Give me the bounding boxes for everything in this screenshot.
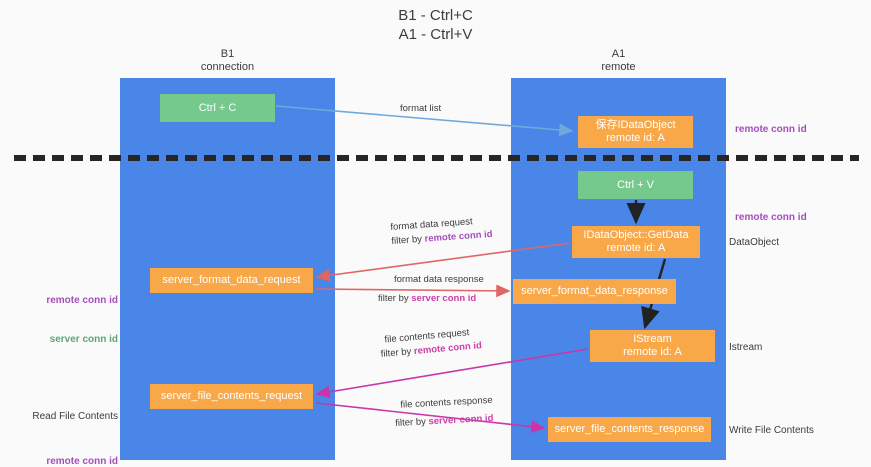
side-note-dataobject: DataObject — [729, 237, 780, 248]
edge-label-format-data-response: format data response filter by server co… — [378, 273, 484, 306]
format-data-request-filter-key: remote conn id — [424, 228, 493, 245]
node-istream[interactable]: IStream remote id: A — [590, 330, 715, 362]
file-contents-response-filter-prefix: filter by — [394, 416, 429, 429]
edge-label-file-contents-response: file contents response filter by server … — [394, 394, 494, 431]
format-data-response-text: format data response — [394, 274, 484, 285]
left-note-conn-ids: remote conn id server conn id — [8, 268, 118, 372]
node-idataobject-getdata[interactable]: IDataObject::GetData remote id: A — [572, 226, 700, 258]
edge-label-format-data-request: format data request filter by remote con… — [390, 214, 493, 249]
edge-label-format-list-text: format list — [400, 103, 442, 114]
file-contents-request-filter-prefix: filter by — [380, 346, 415, 360]
side-note-remote-conn-id-mid: remote conn id — [735, 212, 807, 223]
side-note-write-file-contents: Write File Contents — [729, 425, 814, 436]
phase-separator — [14, 155, 859, 161]
left-note-read-file-contents: Read File Contents remote conn id server… — [8, 384, 118, 467]
side-note-remote-conn-id-top: remote conn id — [735, 124, 807, 135]
node-ctrl-v[interactable]: Ctrl + V — [578, 171, 693, 199]
format-data-response-filter-prefix: filter by — [378, 293, 412, 304]
node-server-file-contents-response[interactable]: server_file_contents_response — [548, 417, 711, 442]
file-contents-response-filter-key: server conn id — [428, 412, 494, 428]
left-note-remote-conn-id: remote conn id — [46, 295, 118, 306]
node-server-file-contents-request[interactable]: server_file_contents_request — [150, 384, 313, 409]
column-header-a1: A1 remote — [601, 48, 636, 73]
node-server-format-data-request[interactable]: server_format_data_request — [150, 268, 313, 293]
node-server-format-data-response[interactable]: server_format_data_response — [513, 279, 676, 304]
column-header-b1: B1 connection — [200, 48, 255, 73]
node-idataobject[interactable]: 保存IDataObject remote id: A — [578, 116, 693, 148]
format-data-request-filter-prefix: filter by — [391, 233, 425, 247]
file-contents-response-text: file contents response — [400, 394, 493, 411]
edge-label-file-contents-request: file contents request filter by remote c… — [379, 325, 482, 362]
side-note-istream: Istream — [729, 342, 763, 353]
page-title: B1 - Ctrl+C A1 - Ctrl+V — [398, 7, 473, 43]
left-note-server-conn-id: server conn id — [49, 334, 118, 345]
format-data-response-filter-key: server conn id — [411, 293, 477, 304]
edge-label-format-list: format list — [400, 102, 441, 116]
left-note-read-label: Read File Contents — [32, 411, 118, 422]
left-note-read-remote-conn-id: remote conn id — [46, 456, 118, 467]
node-ctrl-c[interactable]: Ctrl + C — [160, 94, 275, 122]
